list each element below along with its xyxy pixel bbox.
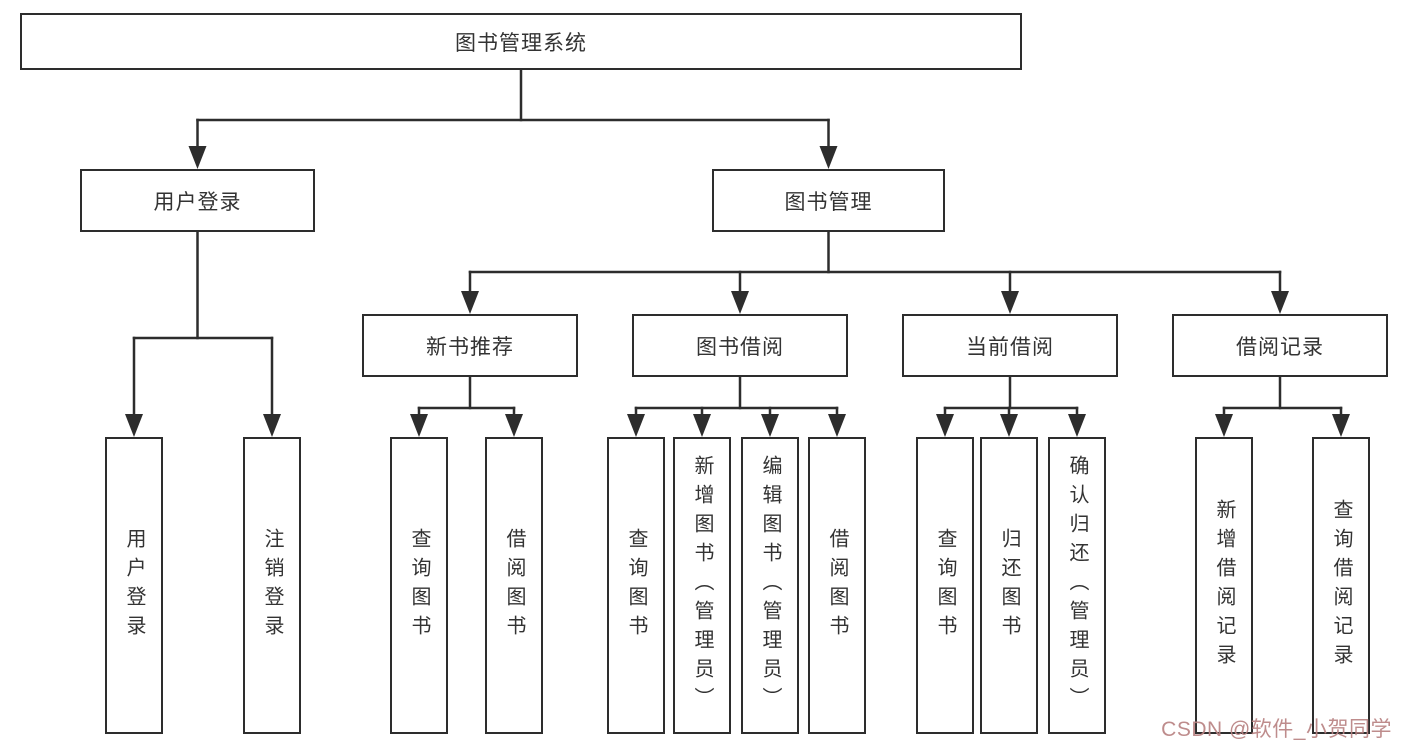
- arrow-down-icon: [1271, 291, 1289, 314]
- arrow-down-icon: [731, 291, 749, 314]
- arrow-down-icon: [627, 414, 645, 437]
- leaf-query-books-recommend: 查询图书: [390, 437, 448, 734]
- leaf-logout: 注销登录: [243, 437, 301, 734]
- arrow-down-icon: [761, 414, 779, 437]
- node-borrowing-records: 借阅记录: [1172, 314, 1388, 377]
- leaf-query-borrow-record: 查询借阅记录: [1312, 437, 1370, 734]
- arrow-down-icon: [1000, 414, 1018, 437]
- leaf-add-borrow-record: 新增借阅记录: [1195, 437, 1253, 734]
- node-current-borrowing: 当前借阅: [902, 314, 1118, 377]
- node-user-login: 用户登录: [80, 169, 315, 232]
- arrow-down-icon: [125, 414, 143, 437]
- node-book-management: 图书管理: [712, 169, 945, 232]
- leaf-query-books-borrowing: 查询图书: [607, 437, 665, 734]
- arrow-down-icon: [693, 414, 711, 437]
- arrow-down-icon: [1332, 414, 1350, 437]
- node-book-borrowing: 图书借阅: [632, 314, 848, 377]
- arrow-down-icon: [1068, 414, 1086, 437]
- leaf-borrow-books-recommend: 借阅图书: [485, 437, 543, 734]
- leaf-user-login: 用户登录: [105, 437, 163, 734]
- arrow-down-icon: [936, 414, 954, 437]
- arrow-down-icon: [188, 146, 207, 169]
- arrow-down-icon: [1001, 291, 1019, 314]
- leaf-borrow-books-borrowing: 借阅图书: [808, 437, 866, 734]
- csdn-watermark: CSDN @软件_小贺同学: [1161, 718, 1392, 741]
- arrow-down-icon: [410, 414, 428, 437]
- leaf-query-books-current: 查询图书: [916, 437, 974, 734]
- arrow-down-icon: [263, 414, 281, 437]
- arrow-down-icon: [1215, 414, 1233, 437]
- arrow-down-icon: [819, 146, 838, 169]
- leaf-confirm-return-admin: 确认归还（管理员）: [1048, 437, 1106, 734]
- node-library-management-system: 图书管理系统: [20, 13, 1022, 70]
- leaf-add-book-admin: 新增图书（管理员）: [673, 437, 731, 734]
- arrow-down-icon: [828, 414, 846, 437]
- node-new-book-recommend: 新书推荐: [362, 314, 578, 377]
- arrow-down-icon: [505, 414, 523, 437]
- leaf-return-books: 归还图书: [980, 437, 1038, 734]
- leaf-edit-book-admin: 编辑图书（管理员）: [741, 437, 799, 734]
- arrow-down-icon: [461, 291, 479, 314]
